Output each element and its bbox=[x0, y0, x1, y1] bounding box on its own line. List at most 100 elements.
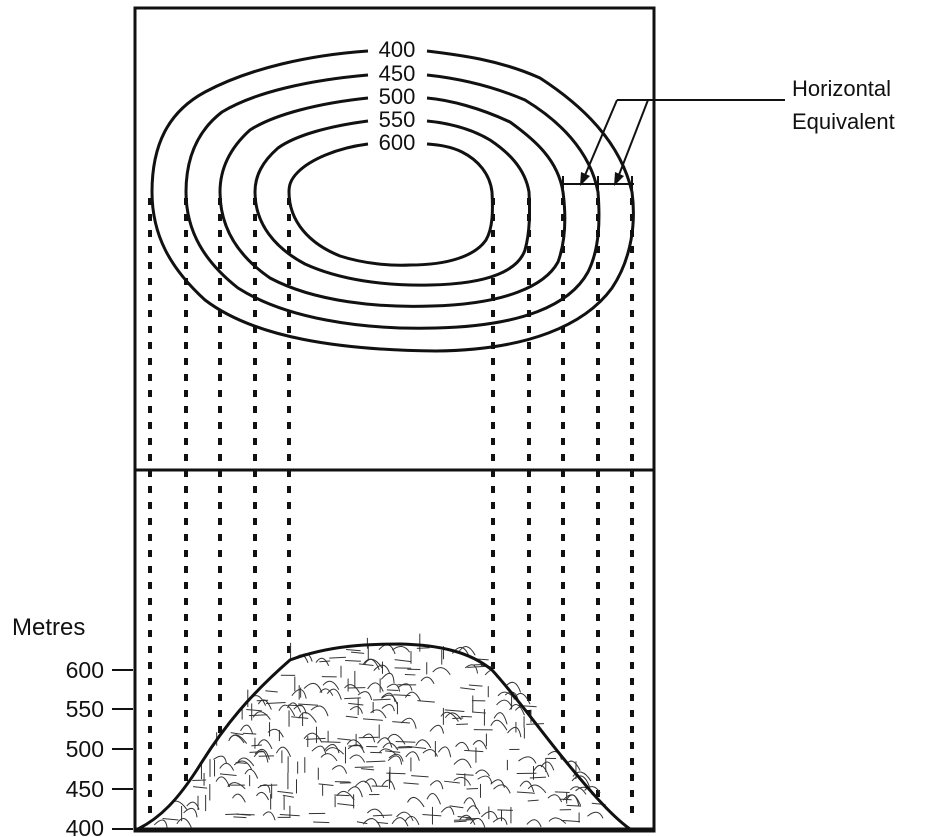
hatch-stroke bbox=[554, 791, 570, 793]
hatch-stroke bbox=[378, 748, 397, 756]
elevation-tick-label-400: 400 bbox=[66, 815, 104, 837]
hatch-stroke bbox=[282, 794, 294, 798]
hatch-stroke bbox=[570, 786, 587, 795]
hatch-stroke bbox=[349, 706, 363, 714]
hatch-stroke bbox=[453, 758, 472, 769]
hatch-stroke bbox=[346, 739, 364, 749]
hatch-stroke bbox=[440, 711, 459, 722]
hatch-stroke bbox=[262, 811, 276, 821]
contour-label-600: 600 bbox=[379, 130, 416, 155]
contour-label-400: 400 bbox=[379, 37, 416, 62]
hatch-stroke bbox=[232, 793, 246, 803]
hatch-stroke bbox=[336, 790, 355, 801]
hatch-stroke bbox=[275, 746, 291, 757]
hatch-stroke bbox=[386, 689, 399, 692]
hatch-stroke bbox=[468, 684, 483, 687]
hatch-stroke bbox=[392, 646, 411, 653]
hatch-stroke bbox=[381, 704, 395, 712]
hatch-stroke bbox=[279, 814, 300, 817]
hatch-stroke bbox=[458, 814, 476, 825]
hatch-stroke bbox=[337, 738, 351, 741]
hatch-stroke bbox=[398, 746, 410, 748]
hatch-stroke bbox=[526, 819, 542, 828]
hatch-stroke bbox=[457, 646, 476, 656]
hatch-stroke bbox=[233, 816, 247, 819]
hatch-stroke bbox=[349, 754, 366, 763]
hatch-stroke bbox=[472, 740, 488, 750]
elevation-scale: Metres 600 550 500 450 400 bbox=[12, 614, 133, 837]
hatch-stroke bbox=[453, 776, 472, 786]
hatch-stroke bbox=[407, 796, 425, 808]
hatch-stroke bbox=[519, 780, 535, 793]
hatch-stroke bbox=[346, 649, 361, 652]
hatch-stroke bbox=[452, 717, 464, 720]
hatch-stroke bbox=[278, 704, 296, 717]
hatch-stroke bbox=[246, 708, 262, 712]
hatch-stroke bbox=[584, 786, 601, 794]
hatch-stroke bbox=[432, 667, 451, 676]
hatch-stroke bbox=[415, 739, 432, 749]
hatch-stroke bbox=[354, 780, 373, 793]
hatch-stroke bbox=[287, 704, 303, 707]
contour-label-450: 450 bbox=[379, 61, 416, 86]
hatch-stroke bbox=[587, 811, 604, 819]
hatch-stroke bbox=[444, 709, 465, 712]
hatch-stroke bbox=[347, 744, 365, 754]
hatch-stroke bbox=[472, 711, 486, 714]
hatch-stroke bbox=[392, 721, 410, 724]
hatch-stroke bbox=[440, 806, 455, 815]
hatch-stroke bbox=[464, 664, 479, 674]
hatch-stroke bbox=[493, 784, 511, 794]
hatch-stroke bbox=[490, 719, 508, 731]
hatch-stroke bbox=[337, 803, 355, 807]
hatch-stroke bbox=[507, 726, 522, 738]
hatch-stroke bbox=[334, 794, 350, 797]
hatch-stroke bbox=[318, 783, 334, 787]
hatch-stroke bbox=[460, 715, 472, 718]
hatch-stroke bbox=[325, 747, 345, 755]
hatch-stroke bbox=[230, 732, 244, 736]
contour-line-500 bbox=[218, 96, 567, 308]
elevation-tick-label-600: 600 bbox=[66, 657, 104, 683]
hatch-stroke bbox=[193, 786, 208, 789]
hatch-stroke bbox=[303, 682, 323, 693]
hatch-stroke bbox=[386, 683, 401, 692]
hatch-stroke bbox=[411, 775, 429, 778]
hatch-stroke bbox=[315, 657, 330, 667]
hatch-stroke bbox=[396, 811, 414, 822]
hatch-stroke bbox=[548, 817, 567, 824]
hatch-stroke bbox=[236, 757, 255, 767]
hatch-stroke bbox=[393, 694, 411, 697]
hatch-stroke bbox=[518, 756, 537, 764]
hatch-stroke bbox=[480, 810, 499, 820]
hatch-stroke bbox=[373, 698, 391, 701]
hatch-stroke bbox=[470, 818, 486, 828]
hatch-stroke bbox=[540, 761, 555, 771]
hatch-stroke bbox=[509, 704, 525, 716]
hatch-stroke bbox=[437, 746, 452, 758]
profile-outline bbox=[137, 642, 631, 831]
hatch-stroke bbox=[426, 793, 441, 805]
hatch-stroke bbox=[277, 790, 294, 794]
hatch-stroke bbox=[457, 816, 471, 819]
hatch-stroke bbox=[466, 805, 481, 815]
hatch-stroke bbox=[376, 821, 388, 824]
hatch-stroke bbox=[366, 808, 385, 819]
callout-arrowhead-right bbox=[614, 172, 624, 186]
hatch-stroke bbox=[362, 733, 376, 743]
hatch-stroke bbox=[420, 676, 435, 684]
hatch-stroke bbox=[192, 779, 207, 782]
hatch-stroke bbox=[464, 749, 484, 753]
hatch-stroke bbox=[287, 702, 302, 713]
callout-arrowhead-left bbox=[580, 172, 590, 186]
hatch-stroke bbox=[228, 734, 248, 744]
hatch-stroke bbox=[572, 771, 592, 782]
hatch-stroke bbox=[429, 780, 444, 790]
hatch-stroke bbox=[266, 701, 286, 704]
hatch-stroke bbox=[477, 775, 493, 784]
hatch-stroke bbox=[305, 737, 326, 740]
horizontal-equivalent-callout: Horizontal Equivalent bbox=[560, 76, 895, 192]
hatch-stroke bbox=[373, 664, 391, 674]
hatch-stroke bbox=[323, 744, 340, 754]
